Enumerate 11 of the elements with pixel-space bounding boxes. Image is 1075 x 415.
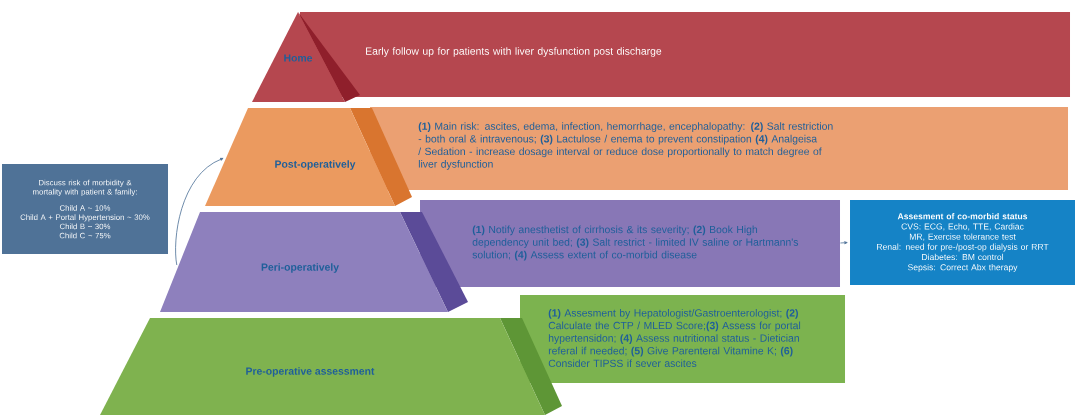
info-box: Assesment of co-morbid status CVS: ECG, Echo, TTE, Cardiac MR, Exercise tolerance test Renal: need for pre-/post-op dialysis or RRT Diabetes: BM control Sepsis: Correct Abx therapy: [850, 200, 1075, 285]
arrow: [840, 241, 848, 245]
arrow: [175, 157, 224, 266]
text-band: (1) Assesment by Hepatologist/Gastroenterologist; (2) Calculate the CTP / MLED Score;(3) Assess for portal hypertensidon; (4) Assess nutritional status - Dietician referal if needed; (5) Give Parenteral Vitamine K; (6) Consider TIPSS if sever ascites: [520, 295, 845, 383]
pyramid-tier: Post-operatively: [205, 108, 412, 206]
pyramid-tier: Home: [252, 12, 360, 102]
node-label: Pre-operative assessment: [246, 367, 375, 377]
pyramid-tier: Peri-operatively: [160, 212, 468, 312]
text-band: (1) Main risk: ascites, edema, infection, hemorrhage, encephalopathy: (2) Salt restriction - both oral & intravenous; (3) Lactulose / enema to prevent constipation (4) Analgeisa / Sedation - increase dosage interval or reduce dose proportionally to match degree of liver dysfunction: [370, 107, 1068, 190]
text-band: (1) Notify anesthetist of cirrhosis & its severity; (2) Book High dependency unit bed; (3) Salt restrict - limited IV saline or Hartmann's solution; (4) Assess extent of co-morbid disease: [420, 200, 840, 287]
node-label: Early follow up for patients with liver dysfunction post discharge: [366, 47, 662, 57]
